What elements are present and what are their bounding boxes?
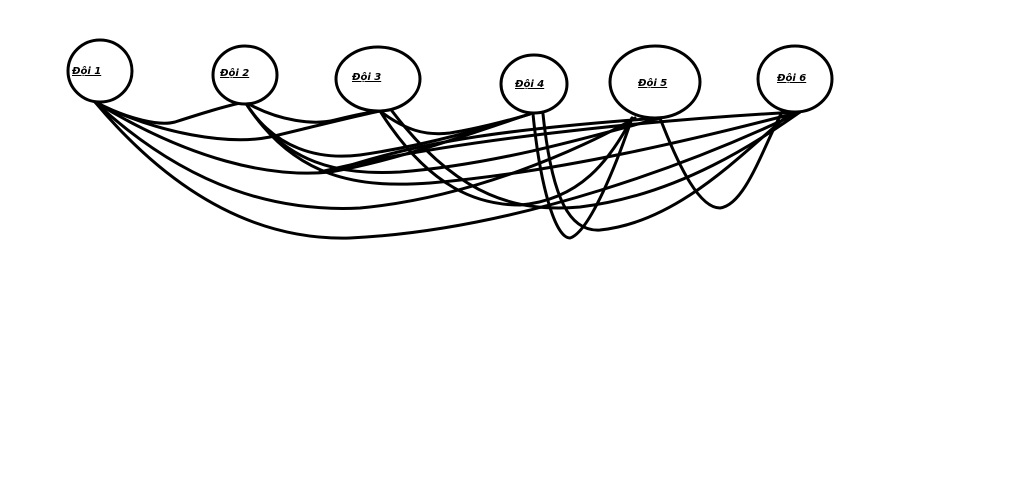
edge-2-5 <box>243 100 662 174</box>
node-label-4: Đội 4 <box>514 78 544 90</box>
node-team-1: Đội 1 <box>66 38 134 104</box>
node-circle-3 <box>334 45 422 113</box>
edges <box>93 100 802 240</box>
node-label-5: Đội 5 <box>637 77 667 89</box>
node-team-5: Đội 5 <box>608 44 702 120</box>
edge-1-5 <box>93 100 637 210</box>
edge-3-6 <box>390 109 802 210</box>
edge-2-3 <box>243 100 382 124</box>
node-circle-6 <box>756 44 834 114</box>
edge-4-6 <box>541 110 794 232</box>
node-label-6: Đội 6 <box>776 72 806 84</box>
node-team-2: Đội 2 <box>211 44 279 106</box>
edge-5-6 <box>658 110 784 210</box>
edge-4-5 <box>531 112 634 240</box>
node-label-3: Đội 3 <box>351 71 381 83</box>
node-label-1: Đội 1 <box>71 65 101 77</box>
node-circle-5 <box>608 44 702 120</box>
edge-cross-1-5b <box>328 116 662 174</box>
node-circle-4 <box>499 53 569 115</box>
node-label-2: Đội 2 <box>219 67 249 79</box>
edge-1-6 <box>93 100 802 240</box>
node-team-6: Đội 6 <box>756 44 834 114</box>
node-circle-1 <box>66 38 134 104</box>
edge-2-6 <box>243 100 802 186</box>
node-team-3: Đội 3 <box>334 45 422 113</box>
node-circle-2 <box>211 44 279 106</box>
edge-cross-3-6b <box>318 110 800 174</box>
node-team-4: Đội 4 <box>499 53 569 115</box>
